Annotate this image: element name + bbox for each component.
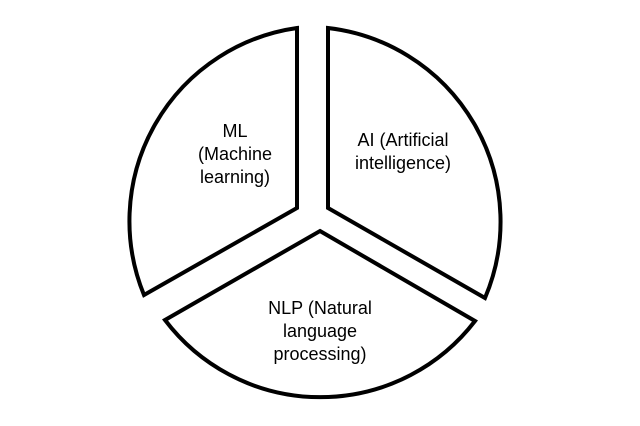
segment-nlp — [162, 228, 478, 400]
segment-nlp-label: NLP (Natural language processing) — [268, 298, 372, 364]
segment-ai-label: AI (Artificial intelligence) — [354, 130, 452, 173]
segment-ml — [127, 25, 299, 298]
segment-ai — [326, 25, 503, 301]
segment-ml-label: ML (Machine learning) — [197, 121, 273, 187]
